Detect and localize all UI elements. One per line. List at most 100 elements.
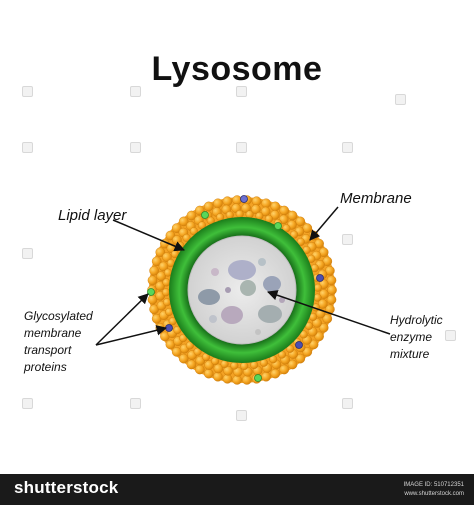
lipid-bead [279, 364, 290, 375]
watermark-icon [395, 94, 406, 105]
lipid-bead [162, 252, 172, 262]
lipid-bead [327, 285, 337, 295]
watermark-icon [342, 398, 353, 409]
lipid-bead [189, 227, 198, 236]
lipid-bead [270, 201, 281, 212]
lipid-bead [251, 204, 261, 214]
lipid-bead [296, 237, 305, 246]
watermark-icon [445, 330, 456, 341]
hydrolytic-line-3: mixture [390, 347, 430, 361]
lipid-bead [326, 294, 337, 305]
lipid-bead [179, 334, 188, 343]
lipid-bead [261, 198, 271, 209]
lipid-bead [295, 353, 306, 364]
watermark-icon [22, 142, 33, 153]
hydrolytic-enzyme-label: Hydrolytic enzyme mixture [390, 312, 443, 363]
glyco-line-2: membrane [24, 326, 82, 340]
lipid-bead [232, 375, 242, 385]
protein-arrow-upper [95, 293, 149, 346]
lysosome-diagram [95, 195, 391, 385]
lipid-bead [185, 341, 194, 350]
watermark-icon [236, 86, 247, 97]
watermark-icon [130, 142, 141, 153]
lipid-bead [314, 331, 324, 342]
lipid-bead [162, 278, 171, 287]
watermark-icon [22, 86, 33, 97]
lipid-bead [314, 283, 323, 292]
lipid-bead [186, 359, 197, 370]
lipid-bead [317, 299, 328, 309]
lipid-bead [235, 209, 244, 218]
lipid-bead [287, 210, 298, 221]
lipid-bead [240, 362, 249, 371]
lipid-bead [287, 359, 298, 370]
enzyme-mixture [198, 258, 285, 335]
lipid-bead [186, 210, 197, 221]
lipid-bead [171, 223, 182, 233]
lipid-bead [245, 210, 254, 219]
lipid-layer-arrow [112, 219, 185, 252]
lipid-bead [178, 216, 189, 227]
footer-url: www.shutterstock.com [404, 491, 464, 497]
lipid-bead [279, 205, 290, 216]
lipid-bead [230, 361, 239, 370]
lipid-bead [302, 347, 313, 357]
watermark-icon [236, 142, 247, 153]
lipid-bead [326, 275, 337, 286]
lipid-bead [213, 198, 223, 209]
lipid-bead [161, 288, 170, 297]
glycosylated-proteins-label: Glycosylated membrane transport proteins [24, 308, 93, 376]
hydrolytic-arrow [267, 290, 391, 335]
footer-bar: shutterstock IMAGE ID: 510712351 www.shu… [0, 474, 474, 505]
lipid-bead [213, 363, 224, 374]
lipid-bead [204, 360, 214, 370]
lipid-bead [155, 247, 166, 257]
footer-image-id: IMAGE ID: 510712351 [403, 482, 464, 488]
lipid-bead [222, 196, 233, 206]
lipid-bead [322, 313, 333, 324]
lipid-bead [182, 233, 191, 242]
membrane-label: Membrane [340, 190, 412, 207]
watermark-icon [130, 398, 141, 409]
watermark-icon [22, 248, 33, 259]
lipid-bead [312, 318, 322, 328]
page-title: Lysosome [151, 50, 323, 88]
watermark-icon [22, 398, 33, 409]
lipid-bead [318, 322, 329, 333]
watermark-icon [236, 410, 247, 421]
lipid-beads [147, 195, 337, 385]
lipid-bead [151, 256, 162, 267]
lipid-bead [295, 216, 306, 227]
footer-logo[interactable]: shutterstock [14, 478, 119, 497]
lipid-bead [260, 206, 271, 217]
lipid-bead [158, 261, 169, 272]
hydrolytic-line-1: Hydrolytic [390, 313, 443, 327]
lipid-bead [156, 271, 166, 281]
lipid-bead [286, 344, 295, 353]
lipid-bead [270, 210, 280, 220]
glyco-line-1: Glycosylated [24, 309, 93, 323]
lipid-bead [290, 230, 299, 239]
lipid-bead [261, 371, 271, 382]
membrane-arrow [309, 206, 339, 241]
lipid-bead [147, 275, 158, 286]
lipid-bead [242, 375, 252, 385]
lipid-layer-label: Lipid layer [58, 207, 127, 224]
lipid-bead [213, 371, 223, 382]
lipid-bead [270, 368, 281, 379]
lipid-bead [203, 201, 214, 212]
lipid-bead [194, 364, 205, 375]
watermark-icon [342, 142, 353, 153]
glyco-line-3: transport [24, 343, 72, 357]
watermark-icon [342, 234, 353, 245]
protein-arrow-lower [95, 325, 168, 346]
lipid-bead [178, 353, 189, 364]
lipid-bead [222, 373, 233, 384]
lipid-bead [149, 265, 159, 276]
lipid-bead [203, 368, 214, 379]
lipid-bead [251, 196, 262, 206]
glyco-line-4: proteins [24, 360, 67, 374]
hydrolytic-line-2: enzyme [390, 330, 433, 344]
watermark-icon [130, 86, 141, 97]
lipid-bead [223, 365, 233, 376]
